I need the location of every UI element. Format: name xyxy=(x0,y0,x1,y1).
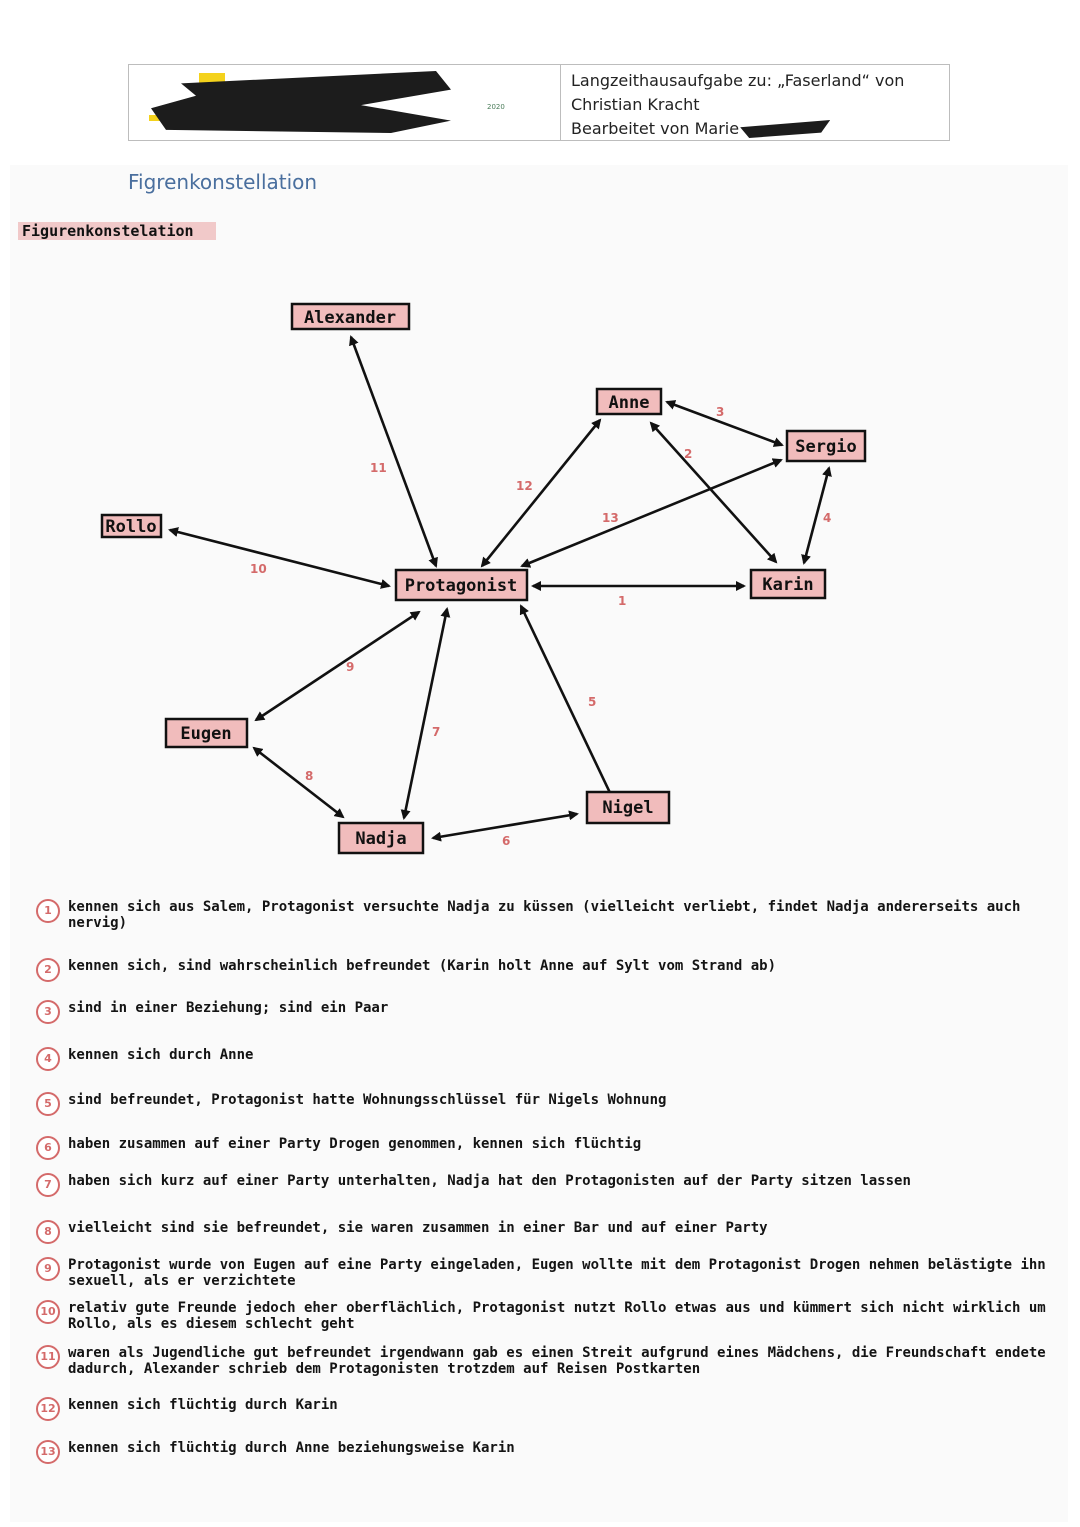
node-karin-box xyxy=(749,568,827,600)
list-item: 4 kennen sich durch Anne xyxy=(36,1047,1056,1071)
note-text: kennen sich durch Anne xyxy=(68,1047,254,1063)
note-text: kennen sich, sind wahrscheinlich befreun… xyxy=(68,958,777,974)
node-nigel-box xyxy=(585,790,671,825)
edge-number: 2 xyxy=(684,447,692,461)
edge-8 xyxy=(252,746,345,819)
edge-4 xyxy=(801,466,832,565)
year-fragment: 2020 xyxy=(487,103,505,111)
edge-number: 1 xyxy=(618,594,626,608)
list-item: 13 kennen sich flüchtig durch Anne bezie… xyxy=(36,1440,1056,1464)
list-item: 12 kennen sich flüchtig durch Karin xyxy=(36,1397,1056,1421)
list-item: 5 sind befreundet, Protagonist hatte Woh… xyxy=(36,1092,1056,1116)
note-number: 4 xyxy=(36,1047,60,1071)
node-nadja-box xyxy=(337,821,425,855)
edge-number: 3 xyxy=(716,405,724,419)
list-item: 11 waren als Jugendliche gut befreundet … xyxy=(36,1345,1056,1377)
edge-7 xyxy=(400,607,451,820)
node-sergio-label: Sergio xyxy=(795,437,856,457)
edge-13 xyxy=(520,458,783,568)
header-logo-cell: 2020 xyxy=(129,65,561,140)
node-alexander-box xyxy=(290,302,411,331)
note-number: 5 xyxy=(36,1092,60,1116)
note-text: kennen sich flüchtig durch Anne beziehun… xyxy=(68,1440,515,1456)
edge-number: 10 xyxy=(250,562,267,576)
header-author-line: Bearbeitet von Marie xyxy=(571,117,939,141)
note-text: kennen sich flüchtig durch Karin xyxy=(68,1397,338,1413)
list-item: 6 haben zusammen auf einer Party Drogen … xyxy=(36,1136,1056,1160)
list-item: 10 relativ gute Freunde jedoch eher ober… xyxy=(36,1300,1056,1332)
node-sergio-box xyxy=(785,429,867,463)
note-number: 7 xyxy=(36,1173,60,1197)
node-nadja-label: Nadja xyxy=(355,829,406,849)
node-rollo-label: Rollo xyxy=(105,517,156,537)
node-anne-box xyxy=(595,387,663,416)
note-text: sind befreundet, Protagonist hatte Wohnu… xyxy=(68,1092,667,1108)
list-item: 1 kennen sich aus Salem, Protagonist ver… xyxy=(36,899,1056,931)
page-heading: Figurenkonstelation xyxy=(18,222,216,240)
note-number: 10 xyxy=(36,1300,60,1324)
note-number: 2 xyxy=(36,958,60,982)
note-number: 3 xyxy=(36,1000,60,1024)
note-text: relativ gute Freunde jedoch eher oberflä… xyxy=(68,1300,1046,1332)
note-number: 6 xyxy=(36,1136,60,1160)
edge-10 xyxy=(168,527,391,589)
node-anne-label: Anne xyxy=(609,393,650,413)
edge-number: 6 xyxy=(502,834,510,848)
note-text: sind in einer Beziehung; sind ein Paar xyxy=(68,1000,389,1016)
note-text: waren als Jugendliche gut befreundet irg… xyxy=(68,1345,1046,1377)
list-item: 8 vielleicht sind sie befreundet, sie wa… xyxy=(36,1220,1056,1244)
list-item: 3 sind in einer Beziehung; sind ein Paar xyxy=(36,1000,1056,1024)
note-text: kennen sich aus Salem, Protagonist versu… xyxy=(68,899,1021,931)
edge-5 xyxy=(519,604,624,820)
list-item: 2 kennen sich, sind wahrscheinlich befre… xyxy=(36,958,1056,982)
node-eugen-label: Eugen xyxy=(180,724,231,744)
edge-number: 11 xyxy=(370,461,387,475)
edge-11 xyxy=(349,335,438,568)
note-number: 8 xyxy=(36,1220,60,1244)
note-number: 1 xyxy=(36,899,60,923)
edge-number: 13 xyxy=(602,511,619,525)
node-rollo-box xyxy=(100,513,163,539)
edge-12 xyxy=(480,418,602,568)
note-text: haben zusammen auf einer Party Drogen ge… xyxy=(68,1136,642,1152)
section-title: Figrenkonstellation xyxy=(128,170,318,194)
node-alexander-label: Alexander xyxy=(304,308,396,328)
character-diagram: 1 2 3 4 5 6 7 8 9 10 11 12 13 Alexander … xyxy=(100,302,867,855)
edge-number: 4 xyxy=(823,511,831,525)
scanned-page xyxy=(10,165,1068,1522)
header-title-cell: Langzeithausaufgabe zu: „Faserland“ von … xyxy=(561,65,949,140)
edge-number: 8 xyxy=(305,769,313,783)
note-number: 12 xyxy=(36,1397,60,1421)
node-protagonist-label: Protagonist xyxy=(405,576,518,596)
node-eugen-box xyxy=(164,717,249,749)
note-number: 9 xyxy=(36,1257,60,1281)
edge-2 xyxy=(649,421,778,564)
header-table: 2020 Langzeithausaufgabe zu: „Faserland“… xyxy=(128,64,950,141)
edge-3 xyxy=(665,400,784,447)
note-number: 11 xyxy=(36,1345,60,1369)
edge-number: 5 xyxy=(588,695,596,709)
header-title-line: Christian Kracht xyxy=(571,95,700,114)
edge-number: 12 xyxy=(516,479,533,493)
note-text: Protagonist wurde von Eugen auf eine Par… xyxy=(68,1257,1046,1289)
list-item: 9 Protagonist wurde von Eugen auf eine P… xyxy=(36,1257,1056,1289)
header-title-line: Langzeithausaufgabe zu: „Faserland“ von xyxy=(571,71,905,90)
redaction-mark xyxy=(199,73,225,83)
list-item: 7 haben sich kurz auf einer Party unterh… xyxy=(36,1173,1056,1197)
note-number: 13 xyxy=(36,1440,60,1464)
edge-6 xyxy=(431,810,579,842)
note-text: vielleicht sind sie befreundet, sie ware… xyxy=(68,1220,768,1236)
node-protagonist-box xyxy=(394,568,529,602)
node-nigel-label: Nigel xyxy=(602,798,653,818)
edge-9 xyxy=(254,610,421,722)
edge-number: 7 xyxy=(432,725,440,739)
note-text: haben sich kurz auf einer Party unterhal… xyxy=(68,1173,911,1189)
node-karin-label: Karin xyxy=(762,575,813,595)
edge-number: 9 xyxy=(346,660,354,674)
